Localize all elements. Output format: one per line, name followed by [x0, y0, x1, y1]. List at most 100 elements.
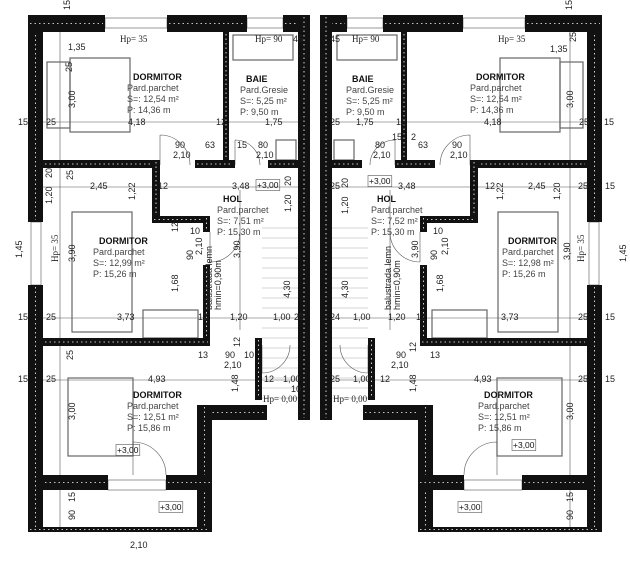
dimension-label: 90	[565, 510, 575, 520]
dimension-label: 2,10	[194, 237, 204, 255]
level-marker: +3,00	[369, 176, 391, 186]
headboard	[46, 61, 71, 129]
dimension-label: 25	[65, 350, 75, 360]
dimension-label: 20	[44, 168, 54, 178]
dimension-label: 3,00	[565, 402, 575, 420]
dimension-label: 24	[330, 312, 340, 322]
balcony-wall	[166, 475, 212, 490]
dimension-label: 2,45	[90, 181, 108, 191]
partition-wall	[332, 160, 362, 168]
dimension-label: 3,00	[67, 402, 77, 420]
outer-wall	[587, 15, 602, 222]
room-perimeter: P: 14,36 m	[127, 105, 171, 115]
partition-wall	[43, 160, 160, 168]
bed	[69, 57, 131, 133]
dimension-label: 15	[605, 181, 615, 191]
dimension-label: 4,30	[340, 280, 350, 298]
room-area: S=: 7,52 m²	[371, 216, 418, 226]
dimension-label: 1,20	[388, 312, 406, 322]
bathtub	[336, 34, 398, 61]
dimension-label: 1,48	[408, 374, 418, 392]
room-name: HOL	[223, 194, 243, 204]
dimension-label: 12	[232, 337, 242, 347]
sill-height: Hp= 35	[120, 34, 148, 44]
room-perimeter: P: 15,26 m	[93, 269, 137, 279]
dimension-label: 2,10	[130, 540, 148, 550]
level-box	[511, 439, 537, 451]
dimension-label: 90	[225, 350, 235, 360]
window	[107, 479, 167, 491]
level-box	[457, 501, 483, 513]
level-box	[115, 444, 141, 456]
bathtub	[232, 34, 294, 61]
room-name: DORMITOR	[484, 390, 533, 400]
dimension-label: 1,00	[273, 312, 291, 322]
room-floor: Pard.parchet	[478, 401, 530, 411]
room-area: S=: 12,54 m²	[470, 94, 522, 104]
partition-wall	[203, 265, 210, 345]
room-perimeter: P: 15,30 m	[217, 227, 261, 237]
dimension-label: 10	[291, 384, 301, 394]
dimension-label: 4,93	[474, 374, 492, 384]
dimension-label: 1,45	[14, 240, 24, 258]
room-name: DORMITOR	[99, 236, 148, 246]
level-marker: +3,00	[257, 180, 279, 190]
room-floor: Pard.parchet	[217, 205, 269, 215]
dimension-label: 25	[294, 312, 304, 322]
window	[104, 17, 168, 29]
dimension-label: 12	[264, 374, 274, 384]
door-swing	[339, 344, 369, 374]
dimension-label: 25	[578, 312, 588, 322]
dimension-label: 15	[237, 140, 247, 150]
window	[246, 17, 284, 29]
partition-wall	[470, 160, 478, 223]
dimension-label: 12	[408, 342, 418, 352]
dimension-label: 15	[18, 312, 28, 322]
dimension-label: 2	[411, 132, 416, 142]
top-wall	[167, 15, 247, 32]
dimension-label: 12	[198, 312, 208, 322]
room-floor: Pard.parchet	[371, 205, 423, 215]
door-swing	[261, 344, 291, 374]
railing-label: balustrada lemn	[204, 246, 214, 310]
dimension-label: 90	[429, 250, 439, 260]
dimension-label: 10	[190, 226, 200, 236]
dimension-label: 90	[185, 250, 195, 260]
room-area: S=: 7,51 m²	[217, 216, 264, 226]
bed	[497, 211, 559, 333]
dimension-label: 15	[392, 132, 402, 142]
dimension-label: 90	[396, 350, 406, 360]
room-floor: Pard.parchet	[502, 247, 554, 257]
dimension-label: 25	[578, 374, 588, 384]
room-perimeter: P: 15,30 m	[371, 227, 415, 237]
dimension-label: 80	[375, 140, 385, 150]
dimension-label: 1,22	[495, 182, 505, 200]
partition-wall	[268, 160, 298, 168]
dimension-label: 3,90	[562, 242, 572, 260]
room-name: HOL	[377, 194, 397, 204]
room-area: S=: 12,51 m²	[127, 412, 179, 422]
sill-height: Hp= 0,00	[333, 394, 368, 404]
dimension-label: 25	[568, 32, 578, 42]
outer-wall	[28, 15, 43, 222]
room-name: DORMITOR	[133, 72, 182, 82]
dimension-label: 3,00	[67, 90, 77, 108]
room-area: S=: 5,25 m²	[346, 96, 393, 106]
dimension-label: 4,30	[282, 280, 292, 298]
dimension-label: 1,45	[618, 244, 628, 262]
dimension-label: 20	[340, 178, 350, 188]
room-floor: Pard.parchet	[127, 83, 179, 93]
room-name: BAIE	[352, 74, 374, 84]
dimension-label: 63	[205, 140, 215, 150]
dimension-label: 1,35	[68, 42, 86, 52]
dimension-label: 15	[18, 117, 28, 127]
room-area: S=: 12,99 m²	[93, 258, 145, 268]
dimension-label: 12	[158, 181, 168, 191]
outer-wall	[418, 405, 433, 532]
washing-machine	[275, 139, 297, 161]
dimension-label: 25	[46, 117, 56, 127]
dimension-label: 3,73	[501, 312, 519, 322]
dimension-label: 15	[604, 117, 614, 127]
dimension-label: 3,48	[398, 181, 416, 191]
room-perimeter: P: 14,36 m	[470, 105, 514, 115]
